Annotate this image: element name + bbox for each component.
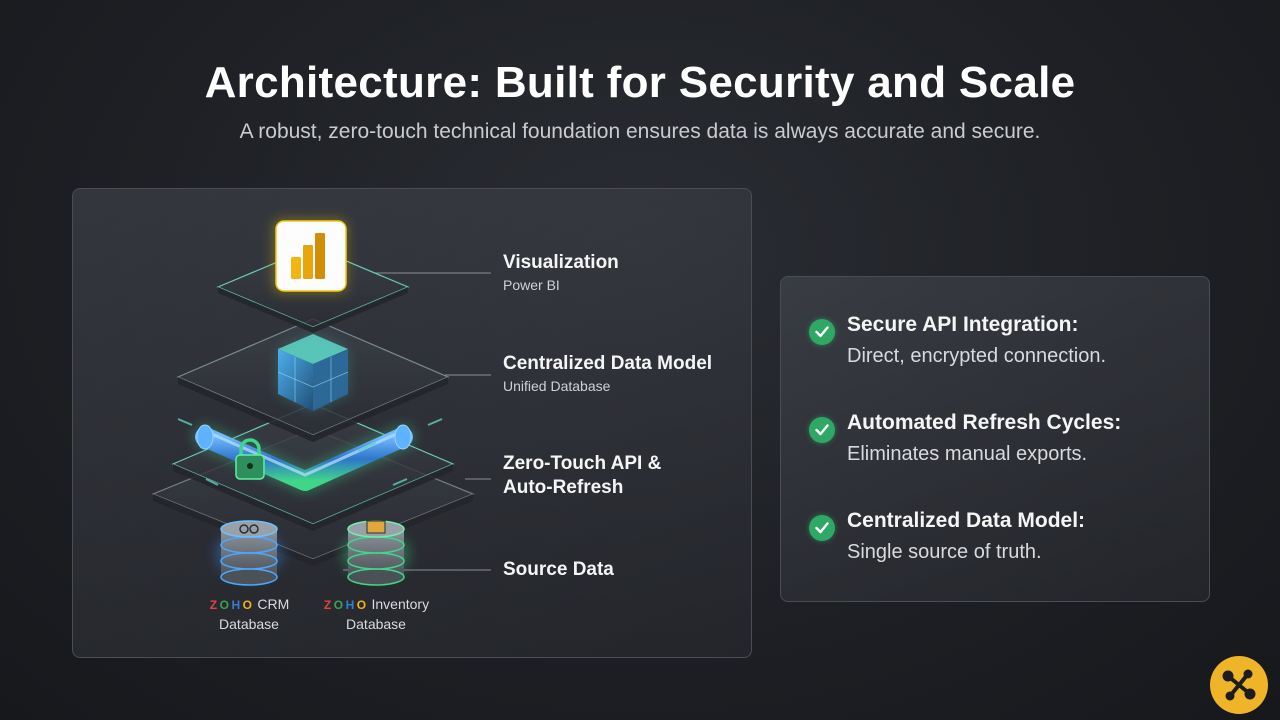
layer-title: Source Data [503,559,614,580]
lock-icon [235,438,265,480]
feature-title: Centralized Data Model: [847,509,1086,532]
check-circle-icon [809,417,835,443]
source-type: Database [346,616,406,632]
flow-arrows [177,418,443,486]
page-subtitle: A robust, zero-touch technical foundatio… [239,120,1041,143]
layer-visualization: Visualization Power BI [503,251,619,295]
layer-subtitle: Unified Database [503,378,611,394]
database-icon [215,520,283,586]
feature-title: Automated Refresh Cycles: [847,411,1122,434]
layer-title: Centralized Data Model [503,353,713,374]
cube-icon [277,334,349,411]
source-name: Inventory [371,596,430,612]
database-icon [342,520,410,586]
layer-api: Zero-Touch API & Auto-Refresh [503,452,661,500]
feature-description: Direct, encrypted connection. [847,345,1107,367]
molecule-logo-icon [1210,656,1268,714]
feature-description: Eliminates manual exports. [847,443,1088,465]
architecture-panel: Visualization Power BI Centralized Data … [72,188,752,658]
api-pipe-icon [193,424,415,493]
layer-subtitle: Power BI [503,277,560,293]
features-panel: Secure API Integration: Direct, encrypte… [780,276,1210,602]
layer-title: Visualization [503,252,619,273]
check-circle-icon [809,319,835,345]
layer-title-line2: Auto-Refresh [503,477,624,498]
layer-source: Source Data [503,558,614,582]
page-title: Architecture: Built for Security and Sca… [204,58,1076,107]
bar-chart-icon [273,219,347,293]
feature-title: Secure API Integration: [847,313,1079,336]
source-name: CRM [257,596,290,612]
layer-data-model: Centralized Data Model Unified Database [503,352,712,396]
source-type: Database [219,616,279,632]
layer-title: Zero-Touch API & [503,453,662,474]
feature-description: Single source of truth. [847,541,1042,563]
check-circle-icon [809,515,835,541]
architecture-diagram [151,219,491,586]
